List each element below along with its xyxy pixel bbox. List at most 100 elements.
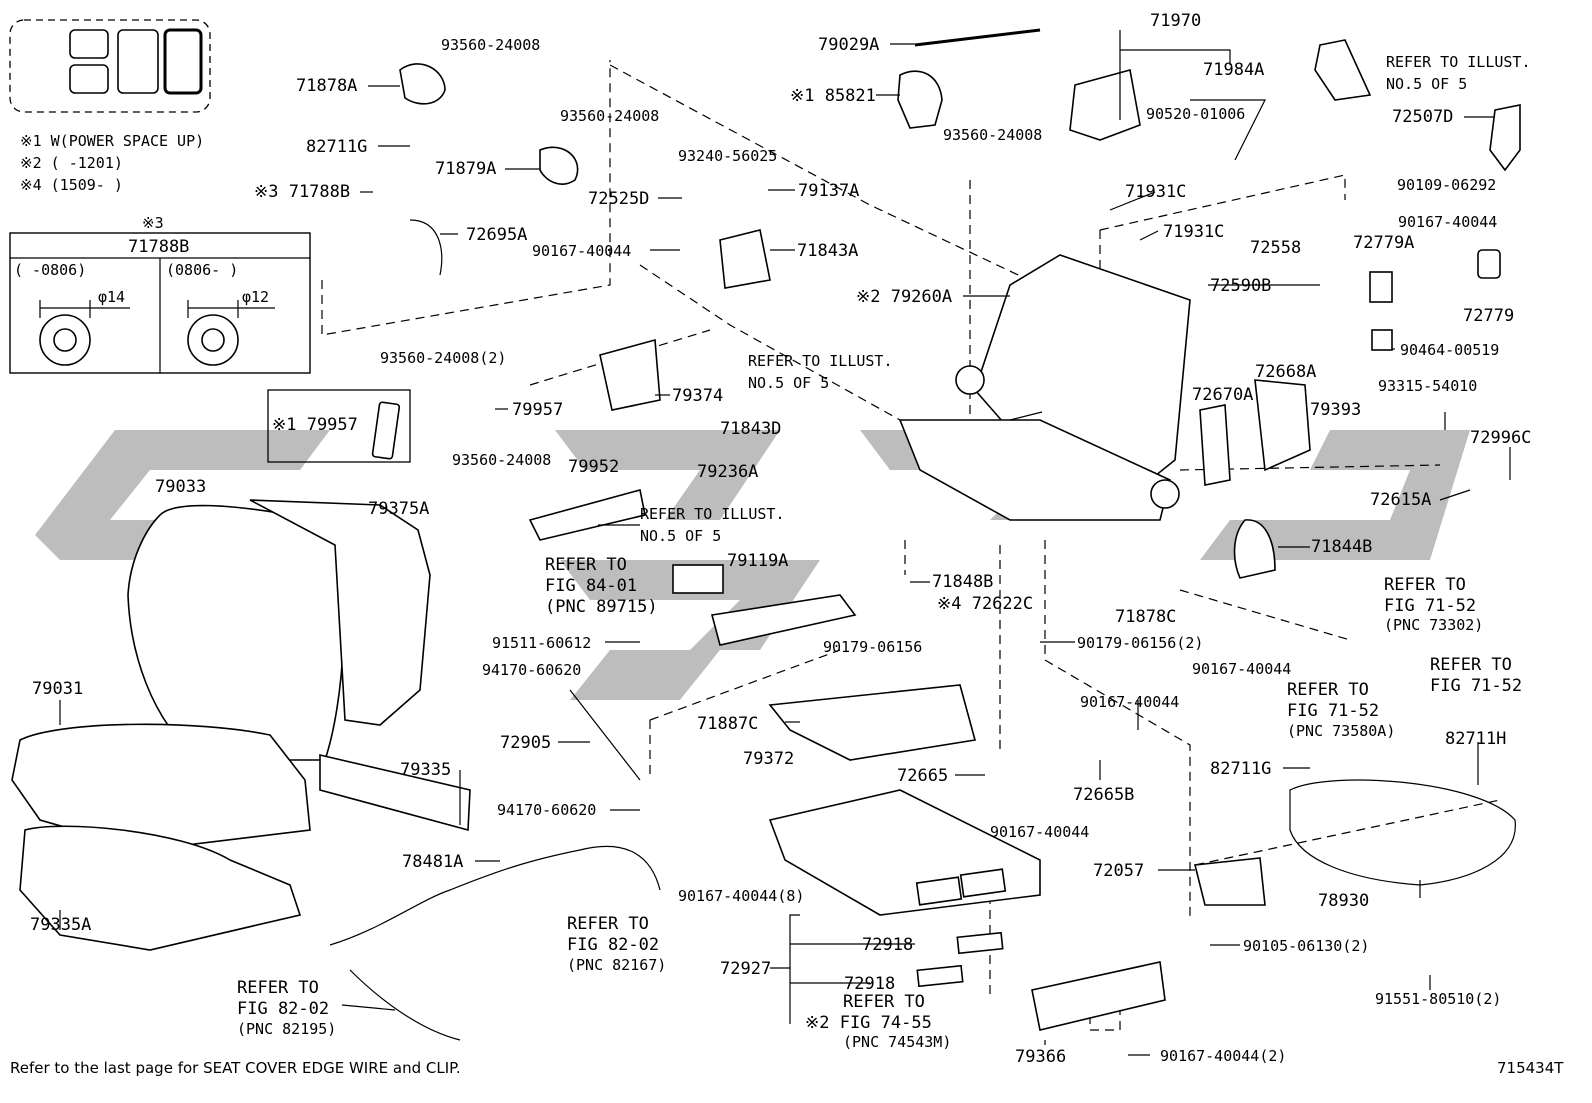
cushion-pad-79335A [19,825,302,951]
note-2: ※2 ( -1201) [20,154,123,172]
label-79393: 79393 [1310,400,1361,420]
label-72615A: 72615A [1370,490,1431,510]
label-72779A: 72779A [1353,233,1414,253]
ref-fig8401-1: REFER TO [545,555,627,575]
wire-harness [329,845,661,946]
label-79236A: 79236A [697,462,758,482]
label-91551-80510-2: 91551-80510(2) [1375,990,1501,1008]
ref-illust-a-1: REFER TO ILLUST. [1386,53,1531,71]
lock-72668A [1254,379,1311,472]
label-71844B: 71844B [1311,537,1372,557]
cover-72779A [1369,271,1393,303]
label-72057: 72057 [1093,861,1144,881]
label-72779: 72779 [1463,306,1514,326]
cover-refer-illust [1314,39,1372,101]
bracket-72507D [1489,104,1521,172]
label-72590B: 72590B [1210,276,1271,296]
label-72905: 72905 [500,733,551,753]
label-94170-60620-b: 94170-60620 [497,801,596,819]
label-93240-56025: 93240-56025 [678,147,777,165]
label-85821: ※1 85821 [790,86,876,106]
ref-fig8202b-2: FIG 82-02 [237,999,329,1019]
label-79374: 79374 [672,386,723,406]
label-90167-40044-e: 90167-40044 [990,823,1089,841]
label-93560-24008-a: 93560-24008 [441,36,540,54]
label-79137A: 79137A [798,181,859,201]
diagram-code: 715434T [1497,1059,1564,1077]
bracket-79335 [319,753,471,832]
label-71970: 71970 [1150,11,1201,31]
cover-79952 [528,489,646,541]
inset-right-dim: φ12 [242,288,269,306]
label-82711G-b: 82711G [1210,759,1271,779]
label-79260A: ※2 79260A [856,287,952,307]
ref-fig8202b-1: REFER TO [237,978,319,998]
part-labels: 71878A 93560-24008 93560-24008 82711G 71… [30,11,1531,1067]
label-79335A: 79335A [30,915,91,935]
label-72525D: 72525D [588,189,649,209]
label-71843D: 71843D [720,419,781,439]
lever-72670A [1199,404,1231,486]
reference-notes: REFER TO ILLUST. NO.5 OF 5 REFER TO ILLU… [237,53,1531,1051]
label-93560-24008-2: 93560-24008(2) [380,349,506,367]
ref-fig7455-3: (PNC 74543M) [843,1033,951,1051]
note-4: ※4 (1509- ) [20,176,123,194]
label-90167-40044-a: 90167-40044 [532,242,631,260]
label-72670A: 72670A [1192,385,1253,405]
label-90464-00519: 90464-00519 [1400,341,1499,359]
ref-fig7152b-2: FIG 71-52 [1430,676,1522,696]
label-72507D: 72507D [1392,107,1453,127]
cover-79366 [1031,961,1166,1031]
seat-frame [267,28,1521,1041]
label-72622C: ※4 72622C [937,594,1033,614]
label-71931C-b: 71931C [1163,222,1224,242]
ref-fig7152c-3: (PNC 73580A) [1287,722,1395,740]
seat-frame-base [898,419,1171,521]
ref-fig8202a-3: (PNC 82167) [567,956,666,974]
cable-72695A [409,219,443,276]
label-79372: 79372 [743,749,794,769]
clip-90464 [1371,329,1393,351]
label-71843A: 71843A [797,241,858,261]
cover-71844B [1233,519,1276,579]
pad-71887C [768,684,977,761]
inset-71788B: ※3 71788B ( -0806) (0806- ) φ14 φ12 [9,214,311,374]
label-79375A: 79375A [368,499,429,519]
label-72695A: 72695A [466,225,527,245]
ref-fig7152c-1: REFER TO [1287,680,1369,700]
label-90179-06156-2: 90179-06156(2) [1077,634,1203,652]
ref-illust-c-2: NO.5 OF 5 [640,527,721,545]
label-71984A: 71984A [1203,60,1264,80]
legend: ※1 W(POWER SPACE UP) ※2 ( -1201) ※4 (150… [9,19,211,194]
label-82711H: 82711H [1445,729,1506,749]
label-79366: 79366 [1015,1047,1066,1067]
label-90167-40044-2: 90167-40044(2) [1160,1047,1286,1065]
inset-title: 71788B [128,237,189,257]
label-93560-24008-c: 93560-24008 [943,126,1042,144]
wire-harness-2 [349,969,461,1041]
label-82711G-a: 82711G [306,137,367,157]
label-71879A: 71879A [435,159,496,179]
label-72918-b: 72918 [844,974,895,994]
ref-fig8401-2: FIG 84-01 [545,576,637,596]
label-90179-06156: 90179-06156 [823,638,922,656]
ref-fig7152b-1: REFER TO [1430,655,1512,675]
leader-lines [59,30,1511,1056]
ref-fig7152a-2: FIG 71-52 [1384,596,1476,616]
label-72927: 72927 [720,959,771,979]
label-79029A: 79029A [818,35,879,55]
inset-right-range: (0806- ) [166,261,238,279]
label-78481A: 78481A [402,852,463,872]
label-72558: 72558 [1250,238,1301,258]
motor-72057 [1194,857,1266,906]
label-90167-40044-8: 90167-40044(8) [678,887,804,905]
label-71878A: 71878A [296,76,357,96]
cover-79374 [599,338,661,411]
seat-assembly-left [11,499,471,951]
headrest-71970 [1069,68,1141,141]
seatback-pad-79375A [249,499,431,726]
label-93560-24008-b: 93560-24008 [560,107,659,125]
actuator-85821 [897,70,943,129]
label-93560-24008-d: 93560-24008 [452,451,551,469]
